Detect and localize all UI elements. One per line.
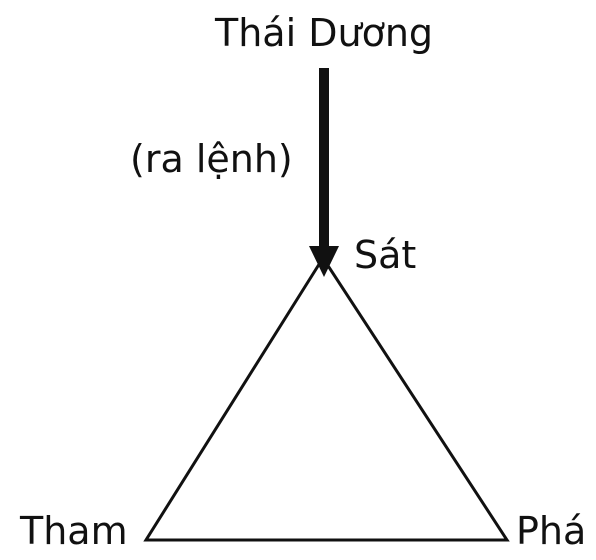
node-tham: Tham — [20, 509, 128, 553]
node-thai-duong: Thái Dương — [215, 11, 434, 55]
node-sat: Sát — [354, 233, 417, 277]
triangle-shape — [143, 255, 510, 542]
node-pha: Phá — [516, 509, 587, 553]
command-arrow-head — [309, 246, 339, 277]
arrow-label: (ra lệnh) — [130, 137, 293, 181]
